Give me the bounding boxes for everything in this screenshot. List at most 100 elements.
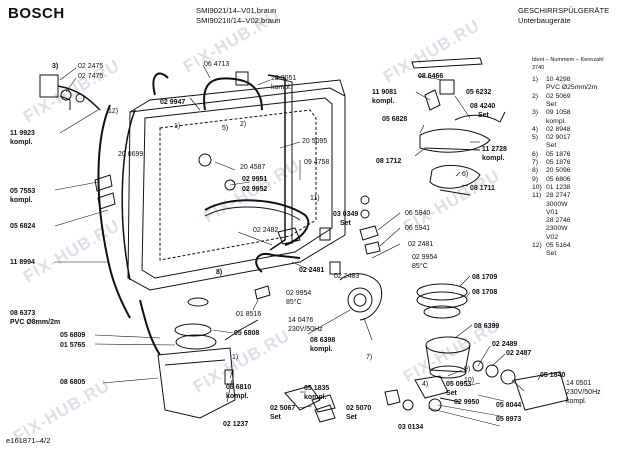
legend-row-value: 3000W [546, 200, 568, 208]
part-label: 7) [366, 354, 373, 361]
part-label: 02 9952 [242, 186, 268, 193]
top-hose [203, 77, 263, 111]
legend-row-value: PVC Ø25mm/2m [546, 84, 598, 92]
part-label: kompl. [304, 394, 327, 401]
part-label: 20 4587 [240, 164, 266, 171]
legend-row-value: 2300W [546, 225, 568, 233]
part-label: 05 6232 [466, 89, 492, 96]
part-label: 230V/50Hz [288, 326, 323, 333]
part-label: 11 9923 [10, 130, 35, 137]
part-label: 02 5067 [270, 405, 296, 412]
part-label: 05 8044 [496, 402, 522, 409]
part-label: 14 0476 [288, 317, 314, 324]
part-label: 05 8973 [496, 416, 522, 423]
drain-pump [514, 371, 569, 411]
part-label: 08 6373 [10, 310, 36, 317]
legend-row: 8) 20 5096 [532, 167, 571, 175]
part-label: 02 9950 [454, 399, 480, 406]
legend-row-value: Set [546, 100, 557, 108]
part-label: 02 9954 [412, 254, 438, 261]
part-label: kompl. [372, 98, 395, 105]
part-label: PVC Ø8mm/2m [10, 319, 61, 326]
part-label: 06 4713 [204, 61, 230, 68]
part-label: 03 0349 [333, 211, 359, 218]
legend-row-value: 10 4298 [546, 76, 571, 83]
legend-row-value: 05 5164 [546, 242, 571, 249]
part-label: 6) [462, 171, 469, 178]
tub-inner [141, 97, 333, 279]
part-label: 4) [422, 381, 429, 388]
part-label: 20 5095 [302, 138, 328, 145]
part-label: 02 7475 [78, 73, 104, 80]
legend-row-value: kompl. [546, 117, 567, 125]
part-label: 02 2483 [334, 273, 360, 280]
model-line-2: SMI9021II/14–V02,braun [196, 16, 281, 25]
legend-row-value: 05 6806 [546, 175, 571, 183]
part-label: 08 1711 [470, 185, 495, 192]
legend-row: 4)02 8948 [532, 126, 571, 134]
legend-row: kompl. [532, 118, 566, 126]
legend-row: 28 2746 [532, 217, 571, 225]
legend-row-number: 12) [532, 242, 542, 249]
legend-row-number: 4) [532, 125, 539, 133]
part-label: Set [346, 414, 357, 421]
part-label: 11 2728 [482, 146, 507, 153]
part-label: 9) [464, 366, 471, 373]
legend-row-value: 02 5069 [546, 92, 571, 100]
part-label: 08 6399 [474, 323, 500, 330]
part-label: kompl. [271, 84, 292, 91]
legend-row: V01 [532, 209, 558, 217]
part-label: 01 5765 [60, 342, 86, 349]
part-label: 06 5941 [405, 225, 431, 232]
part-label: 08 6398 [310, 337, 336, 344]
legend-row: 10) 01 1238 [532, 184, 571, 192]
legend-row-value: 09 1058 [546, 109, 571, 117]
legend-row-value: V01 [546, 208, 559, 216]
part-label: 05 6808 [234, 330, 260, 337]
part-label: 02 2482 [253, 227, 279, 234]
legend-row: 2)02 5069 [532, 93, 571, 101]
part-label: 05 7553 [10, 188, 36, 195]
model-line-1: SMI9021/14–V01,braun [196, 6, 277, 15]
part-label: Set [446, 390, 457, 397]
part-label: 11) [310, 195, 320, 202]
inlet-valve [39, 74, 59, 98]
legend-row-value: Set [546, 142, 557, 150]
part-label: 10) [464, 377, 475, 384]
legend-row-number: 10) [532, 183, 542, 191]
legend-row-value: 05 1876 [546, 150, 571, 158]
part-label: 11 8994 [10, 259, 35, 266]
part-label: 20 8699 [118, 151, 144, 158]
legend-row-number: 1) [532, 76, 539, 83]
brand-logo: BOSCH [8, 5, 65, 22]
part-label: kompl. [310, 346, 333, 353]
part-label: 05 6809 [60, 332, 86, 339]
legend-row-number: 5) [532, 134, 539, 142]
part-label: Set [478, 112, 489, 119]
legend-row-value: 20 5096 [546, 167, 571, 175]
part-label: 1) [232, 354, 239, 361]
category-title: GESCHIRRSPÜLGERÄTE [518, 6, 610, 15]
part-label: 02 5070 [346, 405, 372, 412]
part-label: 05 6828 [382, 116, 408, 123]
part-label: Set [270, 414, 281, 421]
part-label: 85°C [286, 299, 302, 306]
part-label: kompl. [482, 155, 505, 162]
part-label: 02 2481 [408, 241, 434, 248]
part-label: 08 6805 [60, 379, 86, 386]
part-label: 02 2481 [299, 267, 325, 274]
part-label: kompl. [226, 393, 249, 400]
legend-row-number: 8) [532, 167, 539, 175]
legend-row: 5)02 9017 [532, 134, 571, 142]
part-label: 05 1835 [304, 385, 330, 392]
legend-row: Set [532, 142, 556, 150]
legend-row-value: 01 1238 [546, 183, 571, 191]
part-label: 08 6466 [418, 73, 444, 80]
filter-ring [416, 283, 468, 301]
part-label: 1) [174, 123, 181, 130]
part-label: 02 9954 [286, 290, 312, 297]
legend-row-number: 7) [532, 159, 539, 166]
part-label: 08 1709 [472, 274, 498, 281]
